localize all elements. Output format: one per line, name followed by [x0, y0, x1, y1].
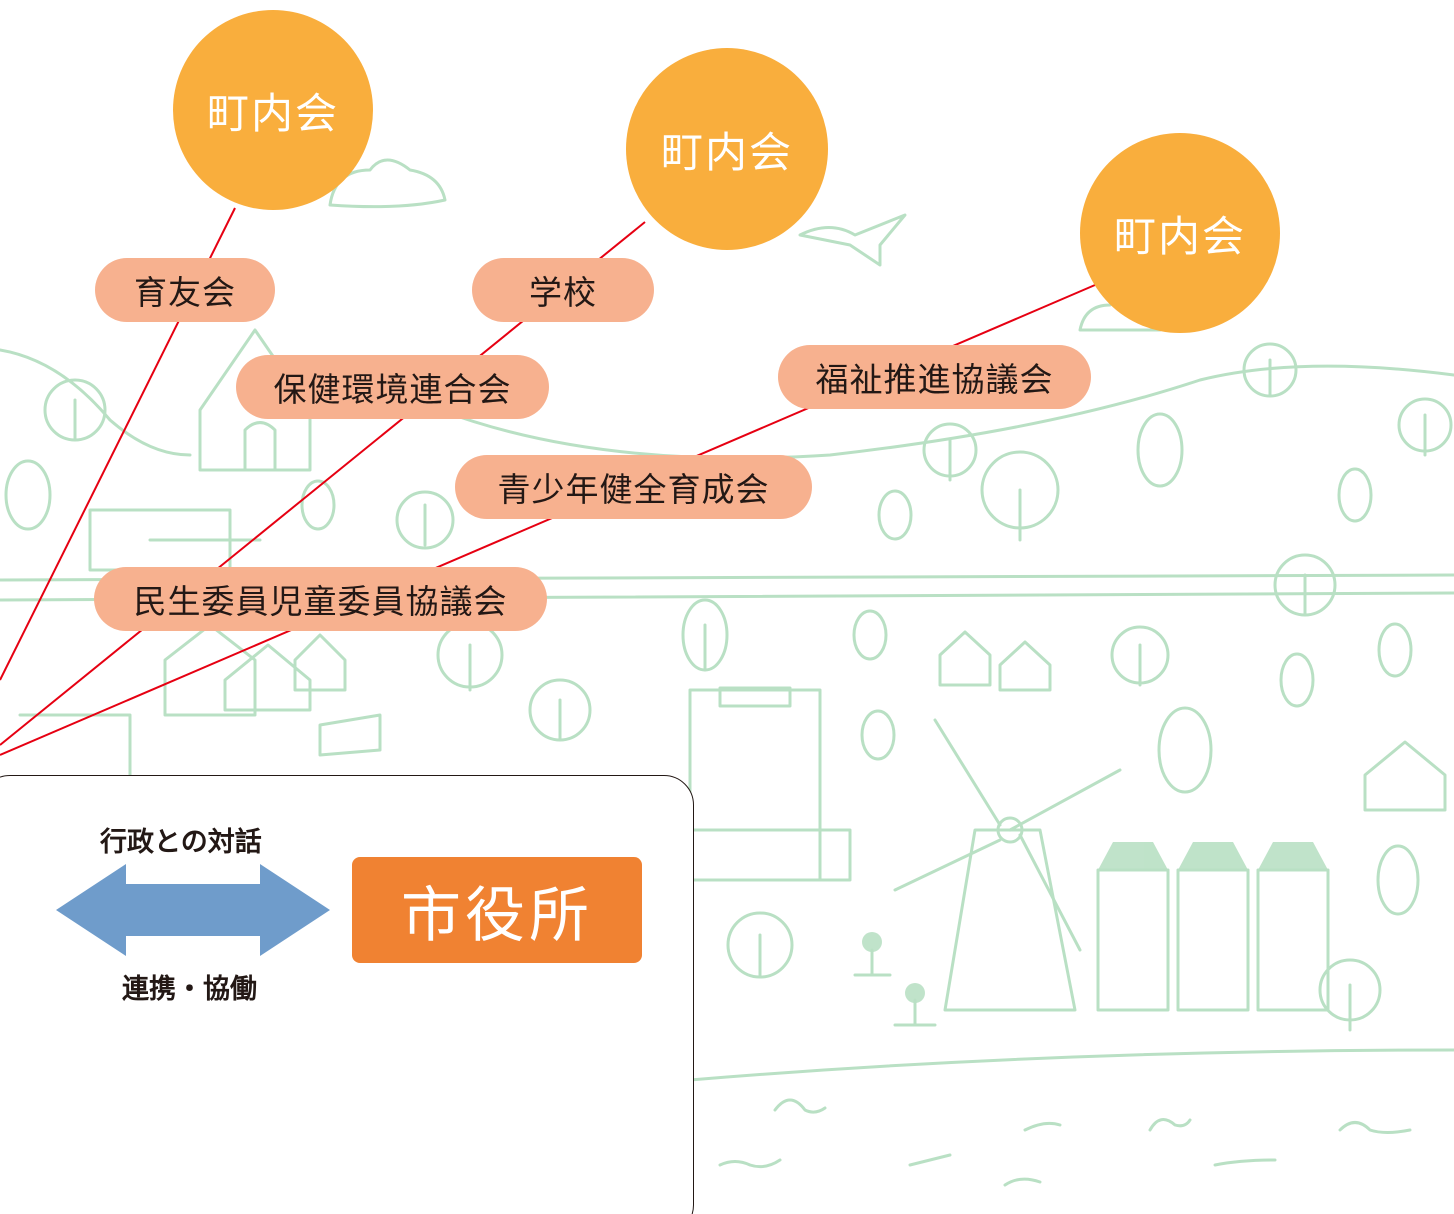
chonaikai-node-2: 町内会: [626, 48, 828, 250]
youth-development-council-node: 青少年健全育成会: [455, 455, 812, 519]
welfare-promotion-council-node: 福祉推進協議会: [778, 345, 1091, 409]
welfare-commissioners-council-node: 民生委員児童委員協議会: [94, 567, 547, 631]
school-node: 学校: [472, 258, 654, 322]
cityhall-box: 市役所: [352, 857, 642, 963]
chonaikai-node-1: 町内会: [173, 10, 373, 210]
health-environment-federation-node: 保健環境連合会: [236, 355, 549, 419]
double-arrow-icon: [56, 864, 330, 956]
cooperation-label: 連携・協働: [122, 974, 257, 1005]
cityhall-panel: [0, 775, 694, 1214]
chonaikai-node-3: 町内会: [1080, 133, 1280, 333]
dialogue-label: 行政との対話: [100, 827, 262, 858]
ikuyukai-node: 育友会: [95, 258, 275, 322]
